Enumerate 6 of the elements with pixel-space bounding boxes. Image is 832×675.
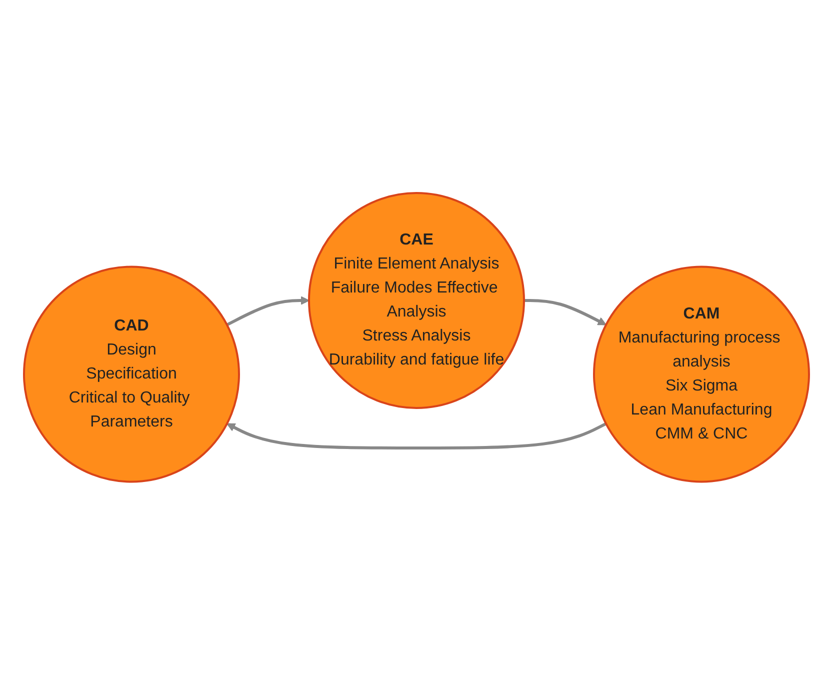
arrow bbox=[524, 299, 606, 326]
arrow bbox=[226, 296, 309, 326]
arrow bbox=[226, 422, 606, 450]
node-circle: CAM Manufacturing process analysis Six Sigma Lean Manufacturing CMM & CNC bbox=[592, 266, 810, 483]
node-circle: CAE Finite Element Analysis Failure Modes Effective Analysis Stress Analysis Durability and fatigue life bbox=[308, 192, 524, 410]
node-circle: CAD Design Specification Critical to Quality Parameters bbox=[22, 266, 240, 483]
